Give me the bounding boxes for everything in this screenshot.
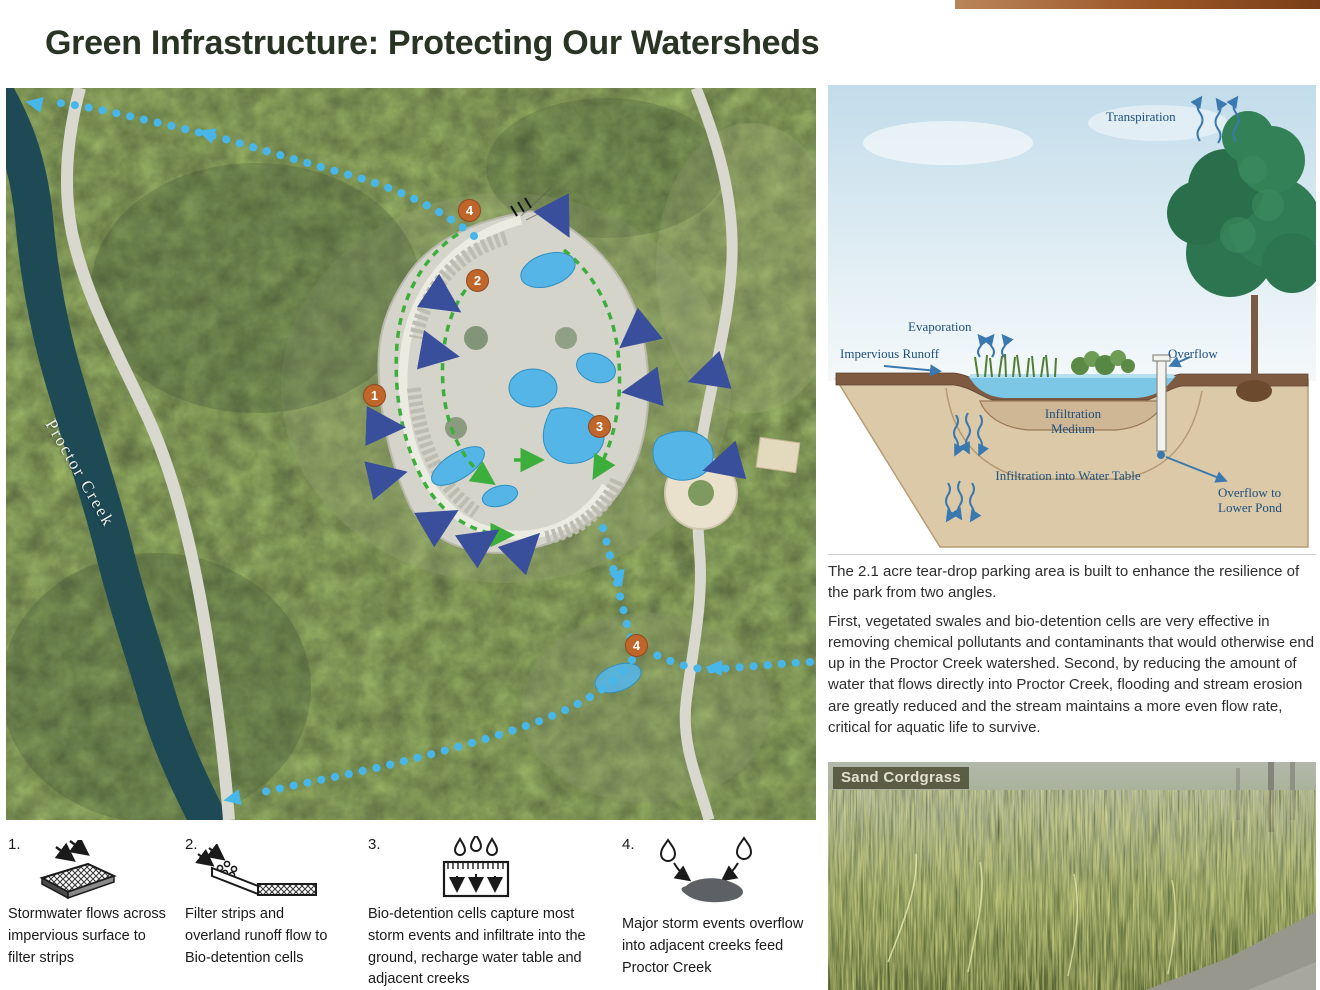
bio-detention-cell-icon xyxy=(436,833,516,905)
cordgrass-photo: Sand Cordgrass xyxy=(828,762,1316,990)
label-overflow: Overflow xyxy=(1168,346,1218,361)
label-impervious-runoff: Impervious Runoff xyxy=(840,346,940,361)
description-para-1: The 2.1 acre tear-drop parking area is b… xyxy=(828,563,1300,602)
legend-text-2: Filter strips and overland runoff flow t… xyxy=(185,906,328,966)
page-title: Green Infrastructure: Protecting Our Wat… xyxy=(45,24,820,62)
description: The 2.1 acre tear-drop parking area is b… xyxy=(828,561,1316,738)
excavation-outline xyxy=(945,387,1203,480)
legend-text-3: Bio-detention cells capture most storm e… xyxy=(368,906,586,988)
legend-text-4: Major storm events overflow into adjacen… xyxy=(622,916,804,976)
map-marker-3: 3 xyxy=(588,415,611,438)
cordgrass-photo-svg xyxy=(828,762,1316,990)
legend-number-1: 1. xyxy=(8,836,21,853)
legend-number-4: 4. xyxy=(622,836,635,853)
swale-grasses xyxy=(974,353,1057,378)
gravel-path xyxy=(1146,912,1316,990)
cross-section-svg xyxy=(828,85,1316,548)
annotation-arrows xyxy=(883,95,1240,523)
proctor-creek-river xyxy=(6,88,230,820)
legend-text-1: Stormwater flows across impervious surfa… xyxy=(8,906,166,966)
detention-ponds xyxy=(431,251,714,694)
aerial-map-svg xyxy=(6,88,816,820)
overflow-to-creek-icon xyxy=(652,836,762,909)
top-accent-bar xyxy=(955,0,1320,9)
description-para-2: First, vegetated swales and bio-detentio… xyxy=(828,612,1315,737)
legend: 1. Stormwater flows across impervious su… xyxy=(0,832,824,990)
label-overflow-lower-pond: Overflow to Lower Pond xyxy=(1218,485,1282,516)
runoff-arrows xyxy=(364,193,747,576)
left-road xyxy=(60,88,235,820)
cross-section-diagram: Transpiration Evaporation Impervious Run… xyxy=(828,85,1316,555)
label-transpiration: Transpiration xyxy=(1106,109,1176,124)
legend-number-3: 3. xyxy=(368,836,381,853)
pavilion xyxy=(755,436,801,474)
map-marker-1: 1 xyxy=(363,384,386,407)
stormflow-arrowheads xyxy=(25,97,723,805)
legend-number-2: 2. xyxy=(185,836,198,853)
site-map: Proctor Creek 4 2 1 3 4 xyxy=(6,88,816,820)
photo-caption: Sand Cordgrass xyxy=(833,767,970,789)
basin-water xyxy=(968,376,1176,398)
tree xyxy=(1167,111,1316,402)
label-evaporation: Evaporation xyxy=(908,319,972,334)
label-infiltration-water-table: Infiltration into Water Table xyxy=(995,468,1141,483)
map-marker-4-bottom: 4 xyxy=(625,634,648,657)
filter-strip-icon xyxy=(194,842,322,905)
impervious-surface-runoff-icon xyxy=(36,836,120,907)
map-marker-4-top: 4 xyxy=(458,199,481,222)
label-infiltration-medium: Infiltration Medium xyxy=(1044,406,1102,437)
map-marker-2: 2 xyxy=(466,269,489,292)
shrubs xyxy=(1071,350,1135,375)
